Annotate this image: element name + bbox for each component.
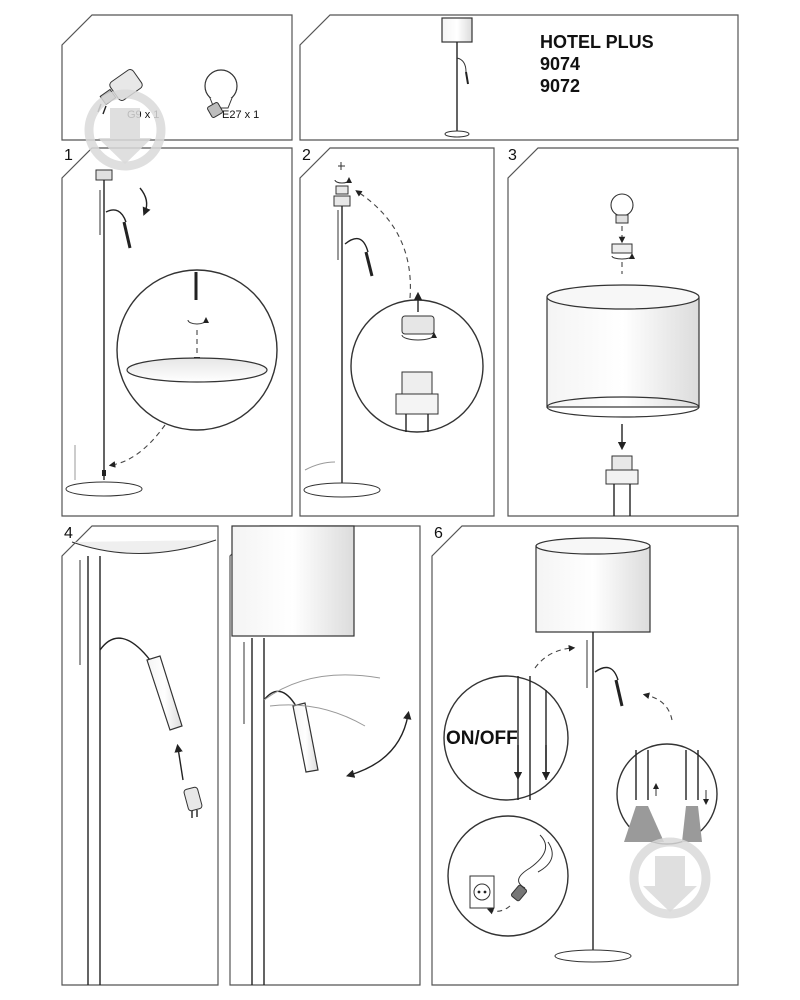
e27-bulb-label: E27 x 1 bbox=[222, 109, 259, 121]
floor-lamp-assembled bbox=[535, 537, 651, 963]
bulb-panel: G9 x 1 E27 x 1 bbox=[61, 14, 293, 141]
e27-bulb-icon bbox=[204, 69, 238, 118]
g9-bulb-step-icon bbox=[183, 786, 203, 818]
step-5: 5 bbox=[229, 525, 421, 986]
step-6-number: 6 bbox=[434, 525, 443, 542]
product-code-1: 9074 bbox=[540, 54, 580, 74]
step-6: 6 ON/OFF bbox=[431, 525, 739, 986]
step-4-number: 4 bbox=[64, 525, 73, 542]
product-name: HOTEL PLUS bbox=[540, 32, 654, 52]
step-3-number: 3 bbox=[508, 147, 517, 164]
step-4: 4 bbox=[61, 525, 219, 986]
step-2: 2 bbox=[299, 147, 495, 517]
step-1: 1 bbox=[61, 147, 293, 517]
led-detail-circle bbox=[616, 743, 718, 845]
lamp-shade-large bbox=[546, 284, 700, 418]
switch-detail-circle bbox=[443, 675, 569, 801]
step-1-number: 1 bbox=[64, 147, 73, 164]
step-2-number: 2 bbox=[302, 147, 311, 164]
product-panel: HOTEL PLUS 9074 9072 bbox=[299, 14, 739, 141]
switch-label: ON/OFF bbox=[446, 728, 518, 749]
e27-bulb-step-icon bbox=[610, 193, 634, 224]
step-3: 3 bbox=[507, 147, 739, 517]
product-code-2: 9072 bbox=[540, 76, 580, 96]
plug-detail-circle bbox=[447, 815, 569, 937]
step-1-detail-circle bbox=[116, 269, 278, 431]
watermark-logo-icon bbox=[629, 837, 711, 919]
watermark-logo-icon bbox=[84, 89, 166, 171]
lamp-preview-icon bbox=[441, 17, 473, 138]
step-2-detail-circle bbox=[350, 291, 484, 433]
